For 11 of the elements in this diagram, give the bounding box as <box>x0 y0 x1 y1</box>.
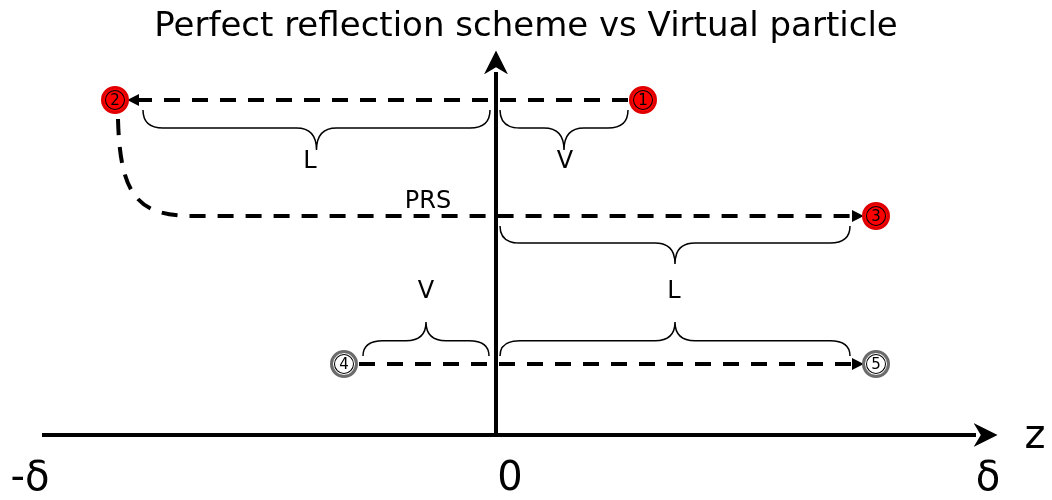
dashed-arrow <box>116 118 864 222</box>
axis-label: δ <box>975 456 1001 496</box>
dashed-arrow <box>359 358 864 370</box>
brace-label: V <box>556 148 574 172</box>
axis-label: -δ <box>10 456 50 496</box>
axis-label: 0 <box>497 456 523 496</box>
title: Perfect reflection scheme vs Virtual particle <box>153 3 899 46</box>
brace-label: V <box>417 278 435 302</box>
brace-label: L <box>667 278 681 302</box>
brace-label: L <box>303 148 317 172</box>
axis-label: z <box>1024 414 1046 454</box>
